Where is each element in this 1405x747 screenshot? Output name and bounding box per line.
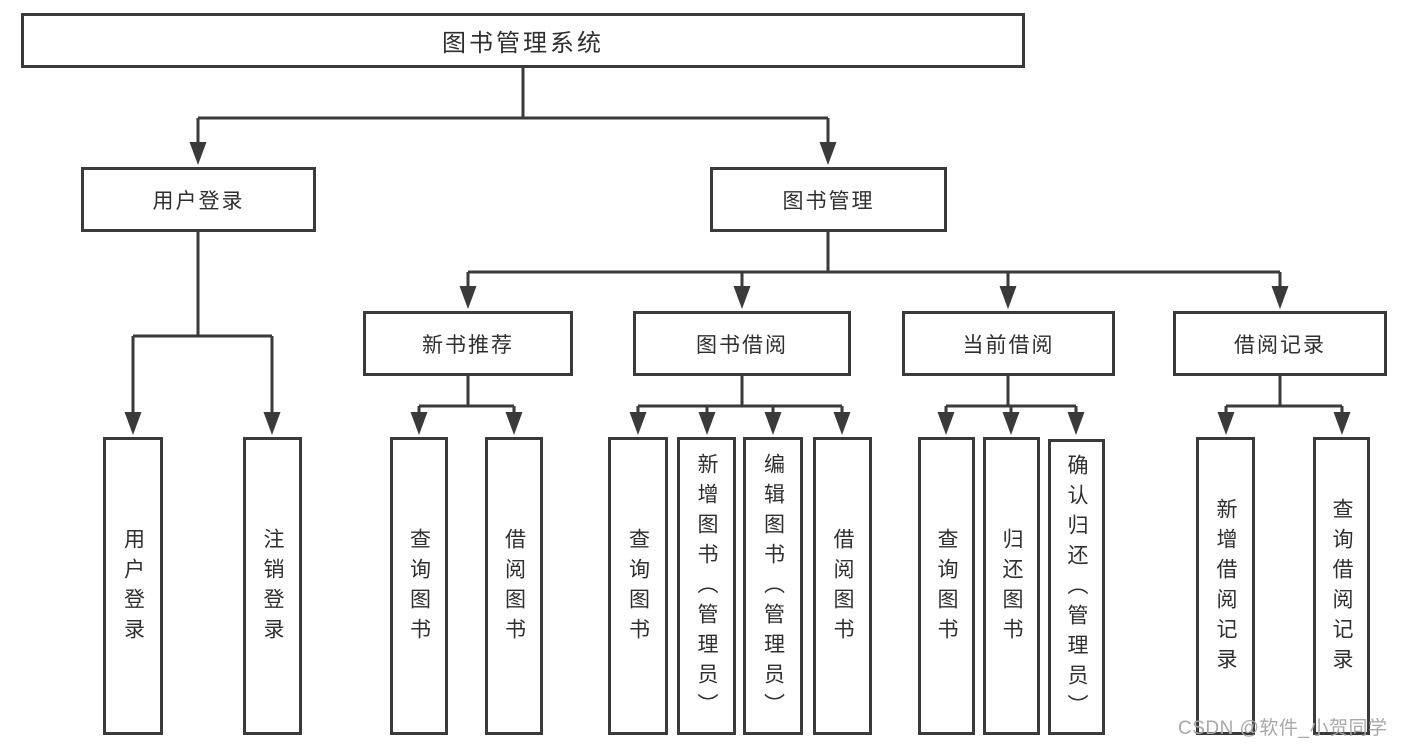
- leaf-current-query-books: 查询图书: [918, 437, 975, 735]
- node-borrow-records: 借阅记录: [1173, 311, 1387, 376]
- node-book-borrow: 图书借阅: [633, 311, 851, 376]
- csdn-watermark: CSDN @软件_小贺同学: [1178, 718, 1388, 739]
- leaf-current-return-books: 归还图书: [983, 437, 1040, 735]
- node-root: 图书管理系统: [21, 13, 1025, 68]
- leaf-records-query-record: 查询借阅记录: [1313, 437, 1370, 735]
- leaf-logout: 注销登录: [243, 437, 302, 735]
- node-book-management: 图书管理: [710, 167, 947, 232]
- node-current-borrow: 当前借阅: [902, 311, 1115, 376]
- leaf-borrow-add-books-admin: 新增图书（管理员）: [677, 437, 736, 735]
- leaf-current-confirm-return-admin: 确认归还（管理员）: [1048, 439, 1105, 735]
- node-user-login: 用户登录: [81, 167, 316, 232]
- leaf-borrow-query-books: 查询图书: [608, 437, 668, 735]
- leaf-newbooks-query-books: 查询图书: [390, 437, 448, 735]
- leaf-borrow-edit-books-admin: 编辑图书（管理员）: [743, 437, 803, 735]
- leaf-newbooks-borrow-books: 借阅图书: [485, 437, 543, 735]
- leaf-borrow-borrow-books: 借阅图书: [813, 437, 872, 735]
- node-new-book-recommend: 新书推荐: [363, 311, 573, 376]
- leaf-records-add-record: 新增借阅记录: [1196, 437, 1255, 735]
- leaf-user-login: 用户登录: [103, 437, 163, 735]
